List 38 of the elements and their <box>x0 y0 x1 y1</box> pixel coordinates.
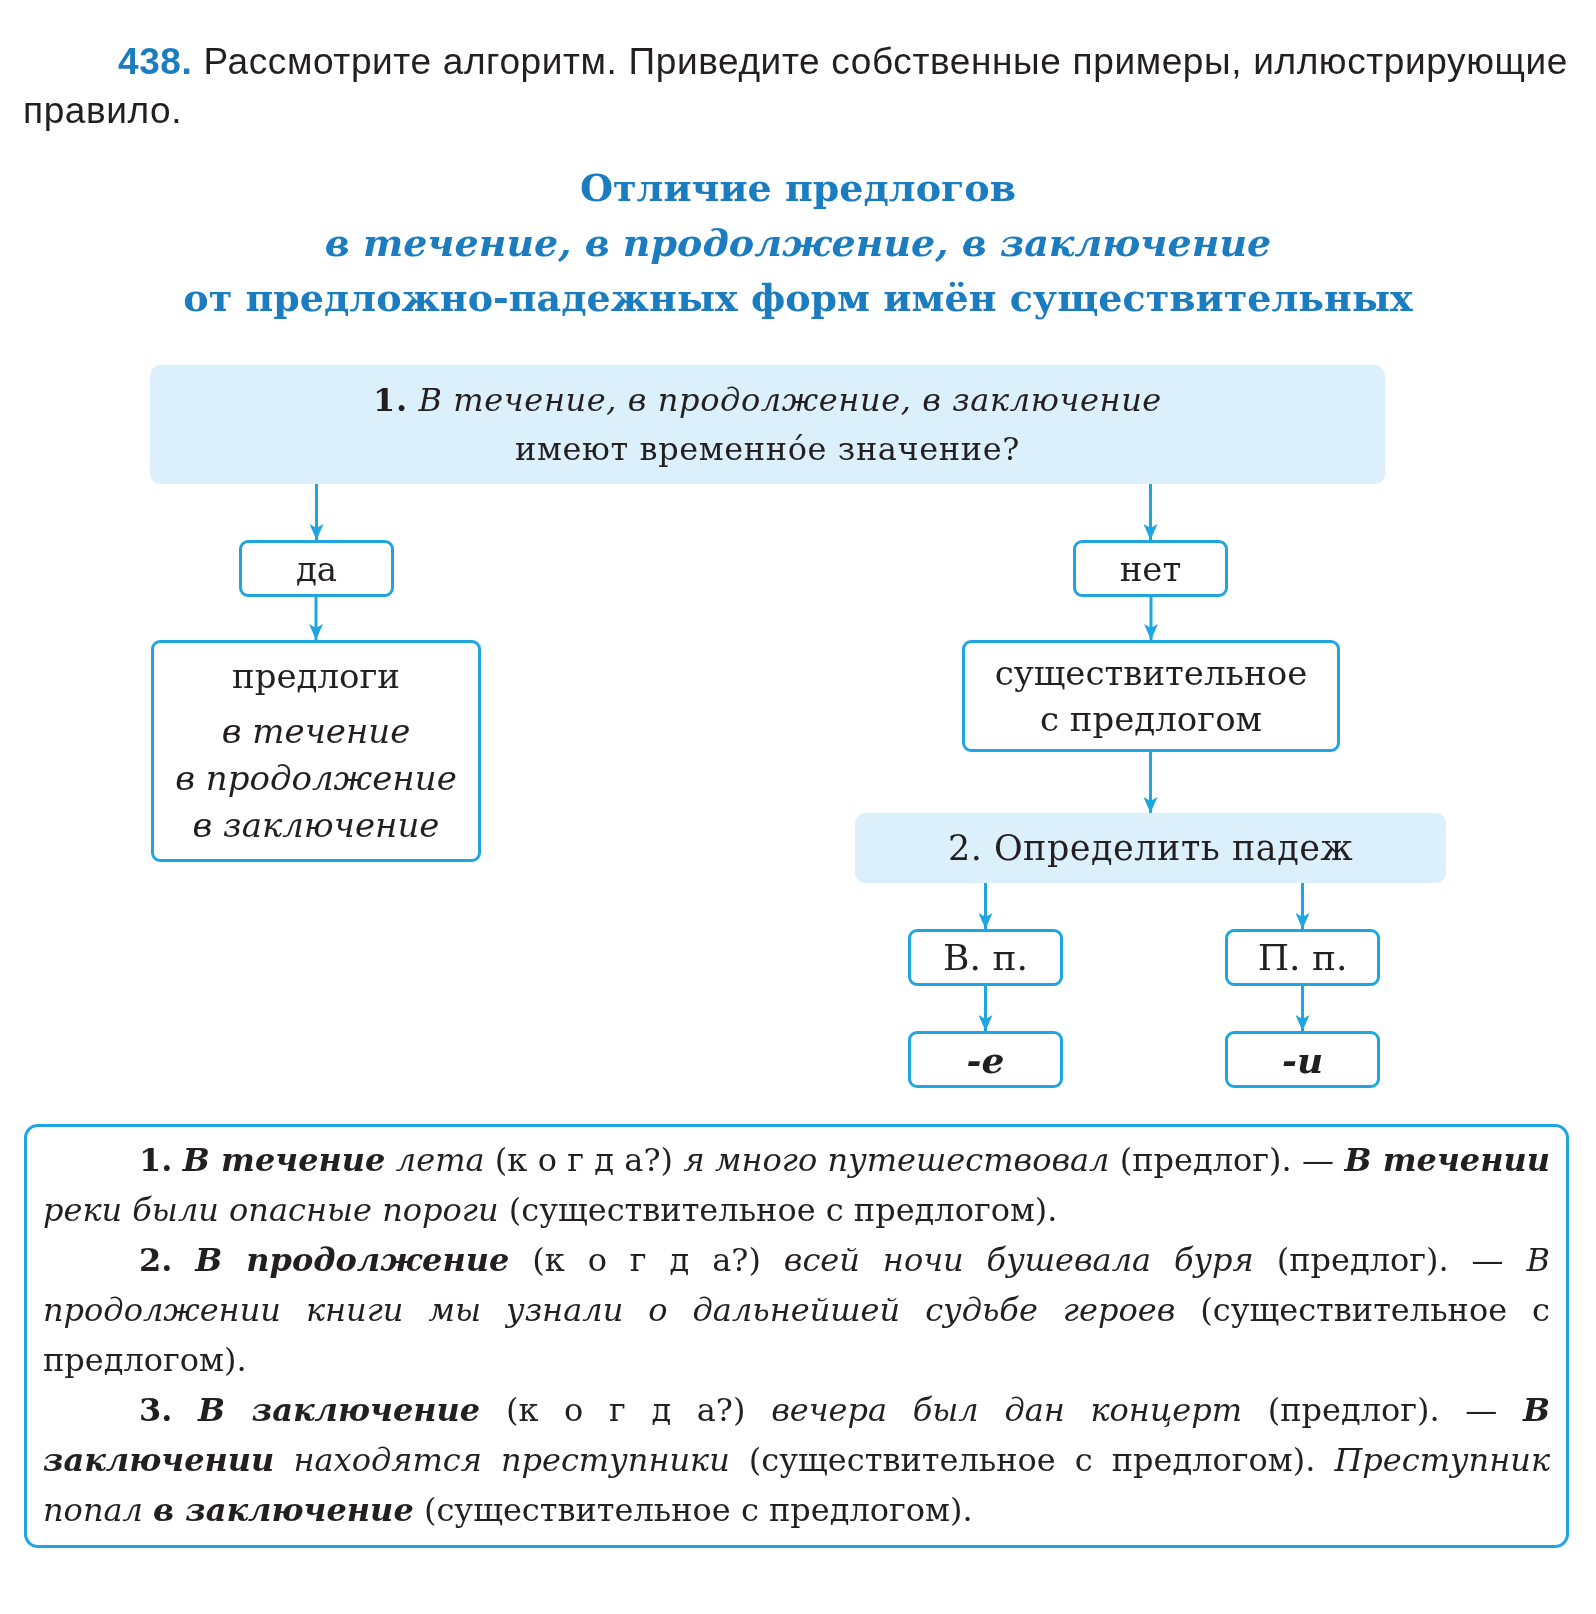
answer-box <box>239 540 394 597</box>
answer-text: да <box>295 547 338 591</box>
case-label: П. п. <box>1257 935 1348 980</box>
example-paragraph: 1. В течение лета (к о г д а?) я много путешествовал (предлог). — В течении реки были опасные пороги (существительное с предлогом). <box>43 1140 1550 1231</box>
arrow <box>978 883 993 929</box>
step-text: 2. Определить падеж <box>947 827 1354 870</box>
answer-box <box>1073 540 1228 597</box>
arrow <box>1143 484 1158 540</box>
arrow <box>1295 883 1310 929</box>
examples-box <box>24 1124 1569 1548</box>
question-box <box>150 365 1385 484</box>
title: Отличие предлогов в течение, в продолжение, в заключение от предложно-падежных форм имён существительных <box>182 164 1414 322</box>
task-text: 438. Рассмотрите алгоритм. Приведите собственные примеры, иллюстрирующие правило. <box>23 40 1568 133</box>
arrow <box>1143 752 1158 813</box>
case-label: В. п. <box>943 935 1028 980</box>
case-box <box>908 929 1063 986</box>
ending-text: -е <box>966 1037 1005 1083</box>
result-heading: предлоги <box>232 654 400 698</box>
answer-text: нет <box>1119 547 1182 591</box>
preposition-text: в продолжение <box>175 756 457 800</box>
ending-box <box>908 1031 1063 1088</box>
arrow <box>309 484 324 540</box>
result-box <box>962 640 1340 752</box>
result-box <box>151 640 481 862</box>
case-box <box>1225 929 1380 986</box>
ending-box <box>1225 1031 1380 1088</box>
example-paragraph: 2. В продолжение (к о г д а?) всей ночи бушевала буря (предлог). — В продолжении книги мы узнали о дальнейшей судьбе героев (существительное с предлогом). <box>43 1240 1550 1381</box>
arrow <box>1295 986 1310 1031</box>
arrow <box>309 597 323 640</box>
result-text: существительное с предлогом <box>993 652 1309 741</box>
arrow <box>1144 597 1158 640</box>
question-text: 1. В течение, в продолжение, в заключение имеют временно́е значение? <box>373 379 1162 470</box>
step-box <box>855 813 1446 883</box>
preposition-text: в течение <box>221 709 411 753</box>
example-paragraph: 3. В заключение (к о г д а?) вечера был дан концерт (предлог). — В заключении находятся преступники (существительное с предлогом). Преступник попал в заключение (существительное с предлогом). <box>43 1390 1550 1531</box>
ending-text: -и <box>1281 1037 1324 1083</box>
preposition-text: в заключение <box>192 803 440 847</box>
arrow <box>978 986 993 1031</box>
